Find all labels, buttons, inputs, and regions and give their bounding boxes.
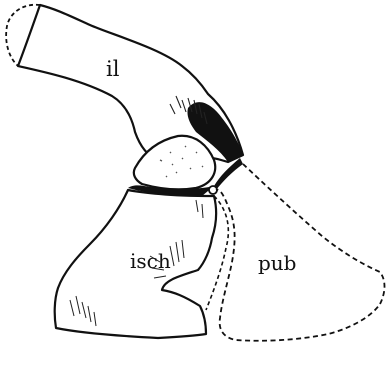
- pubis-dashed-outline: [216, 164, 385, 341]
- ilium-dashed-crest: [6, 5, 40, 66]
- ilium: [6, 5, 243, 162]
- acetabulum-outline: [134, 136, 215, 190]
- label-pub: pub: [258, 251, 297, 275]
- label-isch: isch: [130, 249, 171, 273]
- label-il: il: [106, 57, 120, 81]
- obturator-notch: [209, 186, 217, 194]
